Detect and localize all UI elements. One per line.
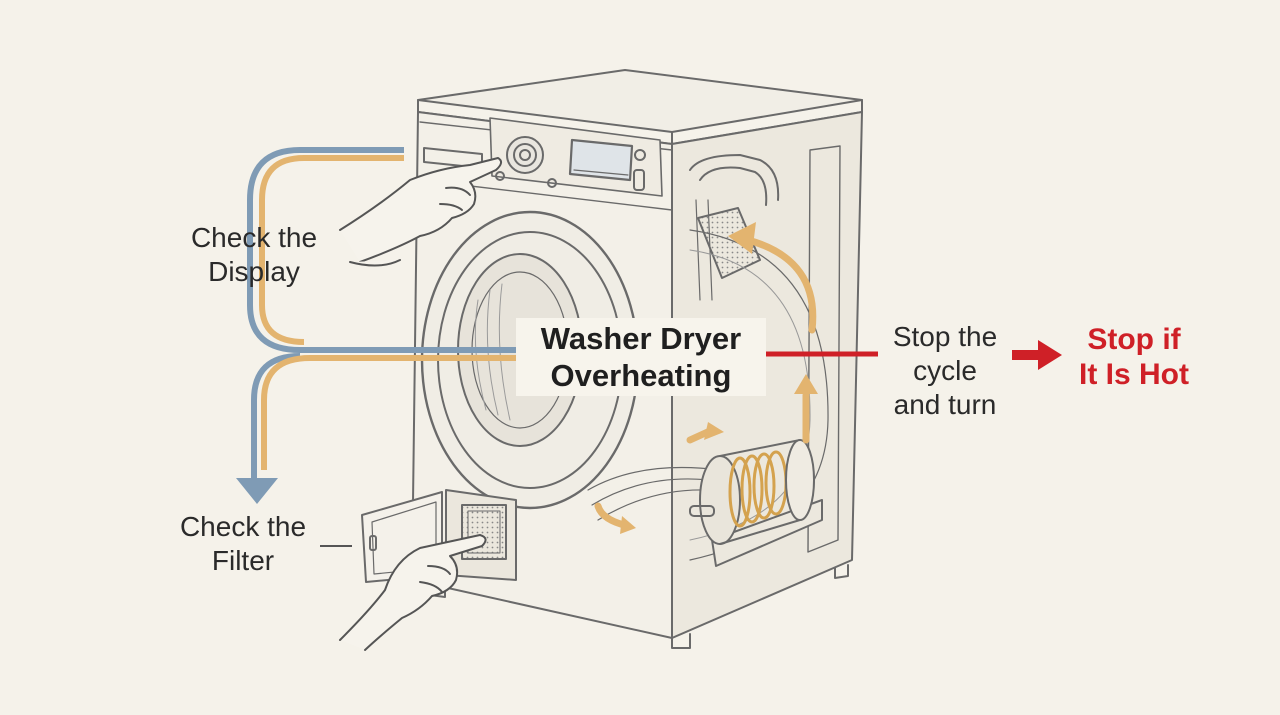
down-arrow-icon <box>236 478 278 504</box>
check-filter-label: Check the Filter <box>164 510 322 578</box>
hot-warning-line-2: It Is Hot <box>1079 358 1189 391</box>
diagram-title: Washer Dryer Overheating <box>516 318 766 396</box>
title-line-2: Overheating <box>550 358 732 393</box>
stop-cycle-line-2: cycle <box>913 355 977 386</box>
stop-if-hot-warning: Stop if It Is Hot <box>1064 322 1204 392</box>
hot-warning-line-1: Stop if <box>1087 323 1181 356</box>
stop-cycle-label: Stop the cycle and turn <box>876 320 1014 422</box>
check-display-line-2: Display <box>208 256 300 287</box>
check-display-line-1: Check the <box>190 222 318 253</box>
right-arrow-icon <box>1012 340 1062 370</box>
check-filter-line-1: Check the <box>179 511 307 542</box>
stop-cycle-line-3: and turn <box>893 389 997 420</box>
airflow-arrowheads <box>620 222 818 534</box>
check-filter-line-2: Filter <box>211 545 275 576</box>
stop-cycle-line-1: Stop the <box>892 321 998 352</box>
hand-pointing-icon <box>339 157 502 267</box>
title-line-1: Washer Dryer <box>540 321 742 356</box>
bracket-arrows <box>247 147 516 480</box>
check-display-label: Check the Display <box>176 221 332 289</box>
hand-pointing-icon <box>339 534 487 651</box>
